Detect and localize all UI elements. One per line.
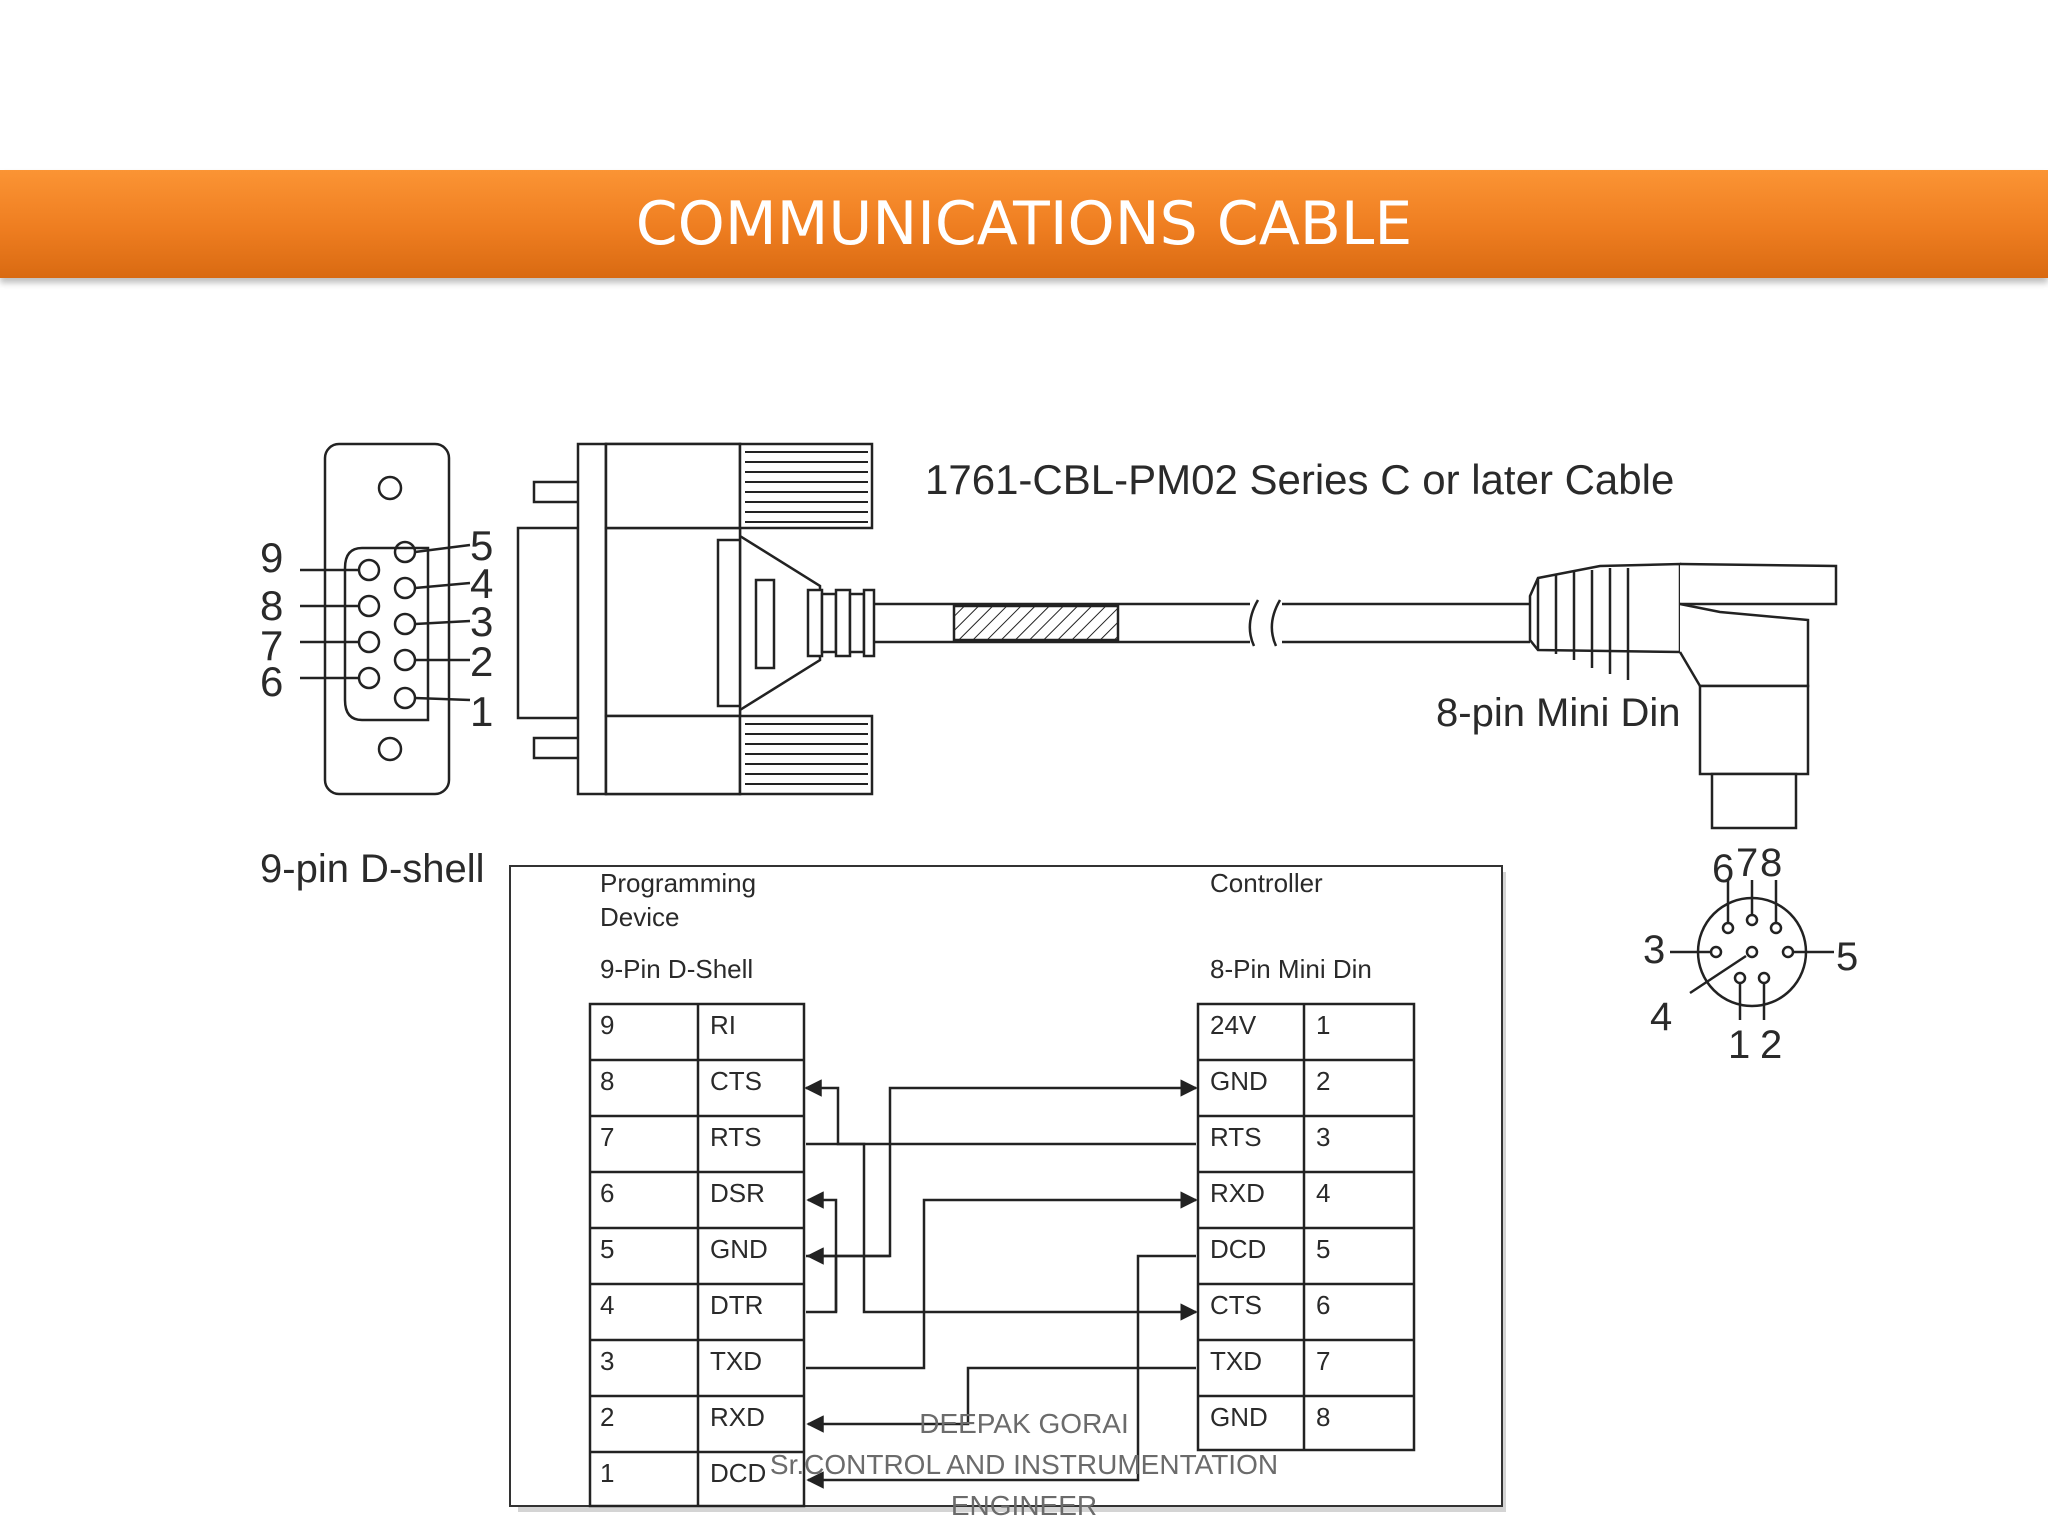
left-header-line1: Programming (600, 868, 756, 898)
dshell-pin-label: 8 (260, 582, 283, 629)
dshell-pin-label: 5 (470, 522, 493, 569)
slide-title: COMMUNICATIONS CABLE (635, 189, 1413, 259)
minidin-pin-label: 4 (1650, 995, 1672, 1039)
minidin-pin-label: 1 (1728, 1023, 1750, 1067)
minidin-pin-labels: 6 7 8 3 5 4 1 2 (1643, 841, 1858, 1067)
dshell-pin-label: 4 (470, 560, 493, 607)
cable-label: 1761-CBL-PM02 Series C or later Cable (925, 456, 1674, 503)
right-pin-number: 6 (1316, 1290, 1330, 1320)
minidin-pin-label: 2 (1760, 1023, 1782, 1067)
minidin-pin-label: 7 (1736, 841, 1758, 885)
dshell-pin-label: 6 (260, 658, 283, 705)
thumbscrew-ribs (745, 451, 868, 785)
left-subheader: 9-Pin D-Shell (600, 954, 753, 984)
wiring-box (509, 865, 1503, 1507)
right-pin-signal: RTS (1210, 1122, 1262, 1152)
wiring-lines (804, 1079, 1198, 1489)
right-pin-signal: GND (1210, 1066, 1268, 1096)
left-pin-signal: TXD (710, 1346, 762, 1376)
left-header-line2: Device (600, 902, 679, 932)
right-pin-number: 1 (1316, 1010, 1330, 1040)
left-pin-number: 1 (600, 1458, 614, 1488)
left-pin-number: 9 (600, 1010, 614, 1040)
dshell-label: 9-pin D-shell (260, 847, 485, 891)
strain-relief (806, 588, 876, 658)
dshell-pin-labels: 5 4 3 2 1 9 8 7 6 (260, 522, 493, 735)
dshell-pin-label: 7 (260, 622, 283, 669)
footer-role-cont: ENGINEER (950, 1490, 1098, 1521)
left-pin-signal: GND (710, 1234, 768, 1264)
presenter-footer: DEEPAK GORAI Sr.CONTROL AND INSTRUMENTAT… (700, 1403, 1348, 1526)
minidin-label: 8-pin Mini Din (1436, 691, 1681, 735)
title-bar: COMMUNICATIONS CABLE (0, 170, 2048, 278)
left-pin-number: 4 (600, 1290, 614, 1320)
wiring-headers: Programming Device 9-Pin D-Shell Control… (600, 868, 1372, 984)
left-pin-signal: DCD (710, 1458, 766, 1488)
left-pin-signal: DSR (710, 1178, 765, 1208)
right-pin-signal: TXD (1210, 1346, 1262, 1376)
dshell-pin-label: 2 (470, 638, 493, 685)
dshell-pin-label: 3 (470, 598, 493, 645)
right-pin-signal: GND (1210, 1402, 1268, 1432)
right-pin-number: 3 (1316, 1122, 1330, 1152)
right-pin-table (1196, 1002, 1416, 1452)
left-pin-number: 7 (600, 1122, 614, 1152)
dshell-face (323, 442, 451, 796)
left-pin-number: 2 (600, 1402, 614, 1432)
right-pin-signal: RXD (1210, 1178, 1265, 1208)
minidin-pin-label: 8 (1760, 841, 1782, 885)
left-pin-table (588, 1002, 806, 1508)
left-pin-signal: RXD (710, 1402, 765, 1432)
left-pin-number: 6 (600, 1178, 614, 1208)
left-pin-number: 5 (600, 1234, 614, 1264)
right-header: Controller (1210, 868, 1323, 898)
minidin-pin-label: 6 (1712, 847, 1734, 891)
left-pin-signal: RTS (710, 1122, 762, 1152)
right-pin-number: 2 (1316, 1066, 1330, 1096)
right-pin-number: 7 (1316, 1346, 1330, 1376)
right-pin-signal: 24V (1210, 1010, 1257, 1040)
left-pin-signal: RI (710, 1010, 736, 1040)
dshell-pin-label: 1 (470, 688, 493, 735)
minidin-pin-label: 5 (1836, 935, 1858, 979)
left-pin-signal: DTR (710, 1290, 763, 1320)
left-pin-number: 8 (600, 1066, 614, 1096)
right-pin-signal: CTS (1210, 1290, 1262, 1320)
footer-name: DEEPAK GORAI (919, 1408, 1129, 1439)
dshell-pin-label: 9 (260, 534, 283, 581)
right-pin-table-text: 24V 1 GND 2 RTS 3 RXD 4 DCD 5 CTS 6 TXD … (1210, 1010, 1330, 1432)
right-subheader: 8-Pin Mini Din (1210, 954, 1372, 984)
left-pin-signal: CTS (710, 1066, 762, 1096)
right-pin-number: 4 (1316, 1178, 1330, 1208)
left-pin-table-text: 9 RI 8 CTS 7 RTS 6 DSR 5 GND 4 DTR 3 TXD… (600, 1010, 768, 1488)
minidin-connector (1528, 562, 1838, 830)
right-pin-number: 8 (1316, 1402, 1330, 1432)
right-pin-number: 5 (1316, 1234, 1330, 1264)
minidin-pin-label: 3 (1643, 928, 1665, 972)
left-pin-number: 3 (600, 1346, 614, 1376)
cable (874, 599, 1530, 647)
minidin-pinout (1670, 880, 1834, 1020)
footer-role: Sr.CONTROL AND INSTRUMENTATION (769, 1449, 1279, 1480)
right-pin-signal: DCD (1210, 1234, 1266, 1264)
dshell-pins (300, 540, 471, 710)
